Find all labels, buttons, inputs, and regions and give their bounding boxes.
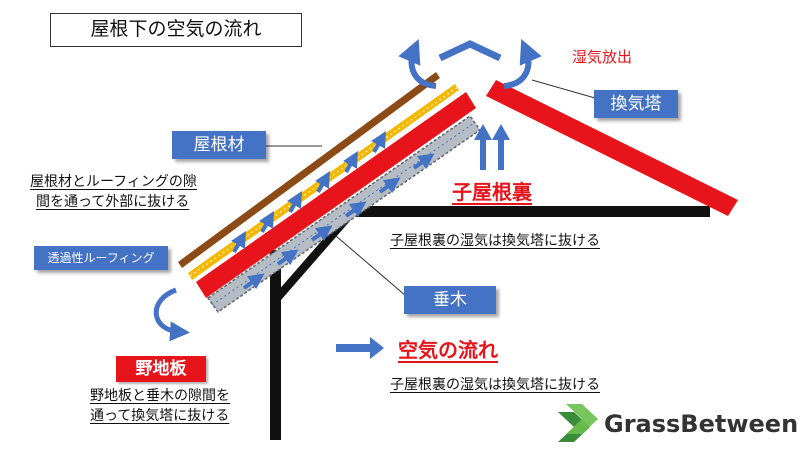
attic-moisture-note-2: 子屋根裏の湿気は換気塔に抜ける (390, 377, 600, 393)
attic-label: 子屋根裏 (452, 180, 532, 204)
attic-moisture-note: 子屋根裏の湿気は換気塔に抜ける (390, 233, 600, 249)
brand-name: GrassBetween (604, 410, 799, 438)
attic-up-arrows (474, 124, 510, 170)
sheathing-gap-note-line2: 通って換気塔に抜ける (90, 408, 230, 424)
right-roof-slope (486, 80, 738, 216)
roof-gap-note-line2: 間を通って外部に抜ける (36, 194, 190, 210)
roof-material-tag: 屋根材 (172, 131, 266, 159)
rafter-gap-arrows (242, 153, 435, 290)
ventilation-callout-line (531, 79, 603, 101)
ventilation-tower-tag: 換気塔 (594, 90, 678, 118)
grassbetween-logo-icon (558, 404, 598, 442)
rafter-gap-line (211, 122, 475, 306)
roof-gap-arrows (231, 131, 386, 253)
moisture-release-label: 湿気放出 (572, 48, 633, 66)
sheathing-board (196, 92, 476, 298)
ventilation-cap (438, 40, 502, 62)
outflow-arrow-right (503, 38, 542, 89)
roof-material (178, 72, 440, 268)
rafter-tag: 垂木 (404, 286, 496, 314)
airflow-legend-arrow (336, 337, 384, 359)
page-title: 屋根下の空気の流れ (50, 13, 302, 47)
house-frame (270, 206, 710, 440)
outflow-arrow-left (398, 38, 437, 89)
rafter-callout-line (335, 235, 407, 297)
airflow-legend-label: 空気の流れ (398, 338, 498, 362)
sheathing-tag: 野地板 (116, 356, 206, 382)
sheathing-gap-note-line1: 野地板と垂木の隙間を (90, 388, 230, 404)
eave-intake-arrow (153, 287, 190, 342)
roofing-tag: 透過性ルーフィング (34, 246, 168, 270)
roof-gap-note-line1: 屋根材とルーフィングの隙 (30, 174, 197, 190)
